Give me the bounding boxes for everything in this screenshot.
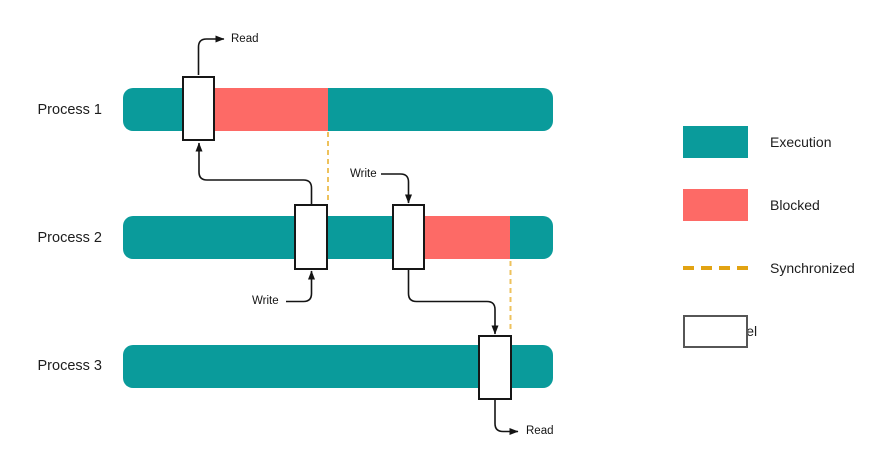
blocked-swatch (683, 189, 748, 221)
legend-label-synchronized: Synchronized (770, 260, 855, 276)
legend-row-synchronized: Synchronized (683, 252, 880, 284)
dashed-line-swatch (683, 266, 748, 270)
legend-row-blocked: Blocked (683, 189, 880, 221)
arrow-channel4-read (494, 400, 519, 435)
channel-box-2 (294, 204, 328, 270)
channel-swatch (683, 314, 748, 348)
arrow-write-to-channel2 (286, 270, 315, 303)
channel-box-1 (182, 76, 215, 141)
read-label-top: Read (231, 33, 259, 45)
legend-row-channel: Channel (683, 314, 880, 348)
channel-box-3 (392, 204, 425, 270)
write-label-bottom: Write (252, 295, 279, 307)
channel-box-4 (478, 335, 512, 400)
legend-label-blocked: Blocked (770, 197, 820, 213)
process-2-blocked-segment (425, 216, 510, 259)
process-3-label: Process 3 (37, 358, 102, 374)
process-1-label: Process 1 (37, 102, 102, 118)
process-1-blocked-segment (215, 88, 328, 131)
legend-label-execution: Execution (770, 134, 832, 150)
read-label-bottom: Read (526, 425, 554, 437)
legend-row-execution: Execution (683, 126, 880, 158)
arrow-write-to-channel3 (381, 173, 412, 204)
arrow-channel1-read (197, 35, 225, 75)
arrow-channel3-to-channel4 (407, 270, 499, 335)
arrow-channel2-to-channel1 (195, 142, 313, 205)
synchronized-swatch (683, 252, 748, 284)
process-2-execution-bar (123, 216, 553, 259)
legend: Execution Blocked Synchronized Channel (683, 126, 880, 378)
execution-swatch (683, 126, 748, 158)
write-label-top: Write (350, 168, 377, 180)
process-2-label: Process 2 (37, 230, 102, 246)
